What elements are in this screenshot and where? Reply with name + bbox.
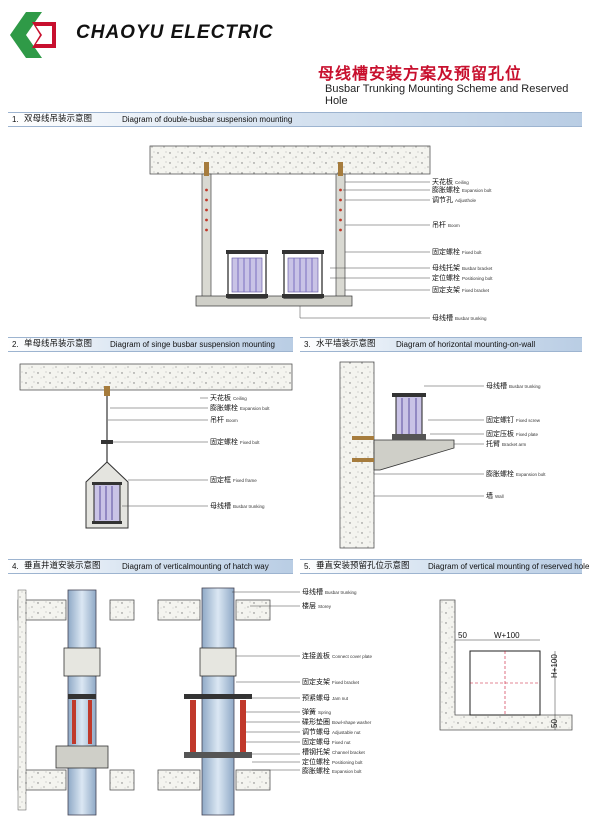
d5-dim-width: W+100: [494, 631, 520, 640]
section-title-cn: 垂直安装预留孔位示意图: [316, 561, 410, 571]
ceiling-slab: [149, 145, 431, 175]
section-bar-2: 2. 单母线吊装示意图 Diagram of singe busbar susp…: [8, 337, 293, 352]
section-title-en: Diagram of horizontal mounting-on-wall: [396, 340, 536, 349]
d4-leaders: [232, 591, 300, 771]
section-title-en: Diagram of double-busbar suspension moun…: [122, 115, 293, 124]
section-title-en: Diagram of singe busbar suspension mount…: [110, 340, 275, 349]
busbar-left: [226, 250, 268, 299]
d2-fixed-frame: [85, 461, 129, 529]
d5-dim-height: H+100: [550, 654, 559, 678]
section-title-cn: 水平墙装示意图: [316, 339, 376, 349]
boom-right: [335, 162, 346, 299]
d4-right-view: [157, 587, 271, 816]
busbar-right: [282, 250, 324, 299]
section-bar-1: 1. 双母线吊装示意图 Diagram of double-busbar sus…: [8, 112, 582, 127]
section-number: 5.: [304, 562, 311, 571]
section-number: 3.: [304, 340, 311, 349]
brand-name: CHAOYU ELECTRIC: [76, 22, 274, 43]
company-logo: [10, 12, 56, 58]
fixed-bracket: [195, 295, 353, 307]
section-bar-5: 5. 垂直安装预留孔位示意图 Diagram of vertical mount…: [300, 559, 589, 574]
d2-ceiling: [19, 363, 293, 391]
d3-bracket-arm: [352, 436, 455, 471]
page-title-en: Busbar Trunking Mounting Scheme and Rese…: [325, 83, 569, 107]
d2-leaders: [108, 397, 208, 507]
section-title-cn: 垂直井道安装示意图: [24, 561, 101, 571]
section-bar-4: 4. 垂直井道安装示意图 Diagram of verticalmounting…: [8, 559, 293, 574]
section-title-en: Diagram of vertical mounting of reserved…: [428, 562, 590, 571]
section-bar-3: 3. 水平墙装示意图 Diagram of horizontal mountin…: [300, 337, 582, 352]
section-title-en: Diagram of verticalmounting of hatch way: [122, 562, 269, 571]
d3-leaders: [374, 385, 484, 497]
section-title-cn: 单母线吊装示意图: [24, 339, 93, 349]
boom-left: [201, 162, 212, 299]
d4-left-view: [17, 589, 135, 816]
d5-dim-left: 50: [458, 631, 467, 640]
d3-wall: [339, 361, 375, 549]
d2-fixed-bolt: [101, 440, 113, 444]
section-number: 2.: [12, 340, 19, 349]
section-title-cn: 双母线吊装示意图: [24, 114, 93, 124]
d2-expansion-bolt: [104, 386, 110, 396]
d5-dim-bottom: 50: [550, 719, 559, 728]
d1-leaders: [299, 181, 430, 319]
d3-busbar: [392, 393, 426, 440]
d5-reserved-hole: [439, 599, 573, 731]
section-number: 4.: [12, 562, 19, 571]
section-number: 1.: [12, 115, 19, 124]
page-title-cn: 母线槽安装方案及预留孔位: [318, 64, 523, 83]
